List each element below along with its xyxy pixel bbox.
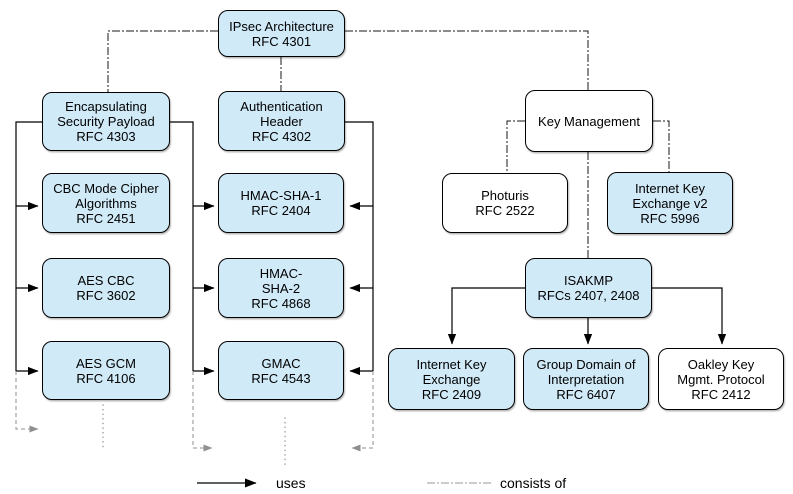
- node-isakmp: ISAKMP RFCs 2407, 2408: [525, 258, 652, 318]
- node-cbc-mode-cipher: CBC Mode Cipher Algorithms RFC 2451: [42, 173, 170, 233]
- consists-of-lines: [107, 30, 670, 258]
- ah-right-rail: [345, 121, 374, 371]
- gray-arrow-right: [351, 371, 374, 452]
- line-ipsec-keymgmt: [345, 30, 589, 90]
- node-oakley: Oakley Key Mgmt. Protocol RFC 2412: [658, 348, 784, 410]
- line-keymgmt-photuris: [506, 120, 525, 173]
- line-ipsec-esp: [107, 30, 218, 92]
- uses-lines: [15, 121, 727, 376]
- esp-right-rail: [170, 121, 194, 371]
- node-key-management: Key Management: [525, 90, 653, 152]
- node-hmac-sha-1: HMAC-SHA-1 RFC 2404: [218, 173, 344, 233]
- node-gmac: GMAC RFC 4543: [218, 341, 344, 400]
- node-ike-v2: Internet Key Exchange v2 RFC 5996: [607, 172, 733, 234]
- node-esp: Encapsulating Security Payload RFC 4303: [42, 92, 170, 151]
- line-keymgmt-ikev2: [653, 120, 670, 172]
- esp-left-rail: [15, 121, 42, 371]
- node-ipsec-architecture: IPsec Architecture RFC 4301: [218, 10, 345, 57]
- node-internet-key-exchange: Internet Key Exchange RFC 2409: [388, 348, 515, 410]
- node-photuris: Photuris RFC 2522: [442, 173, 568, 233]
- node-gdoi: Group Domain of Interpretation RFC 6407: [523, 348, 649, 410]
- node-aes-gcm: AES GCM RFC 4106: [42, 341, 170, 400]
- node-authentication-header: Authentication Header RFC 4302: [218, 91, 345, 151]
- legend-uses-label: uses: [276, 475, 306, 491]
- arrow-isakmp-ike: [447, 287, 525, 345]
- gray-arrow-middle: [192, 371, 213, 452]
- continuation-arrows: [15, 371, 374, 452]
- node-hmac-sha-2: HMAC- SHA-2 RFC 4868: [218, 258, 344, 318]
- dotted-stubs: [102, 404, 286, 467]
- arrow-isakmp-oakley: [652, 287, 727, 345]
- legend-consists-of-label: consists of: [500, 475, 567, 491]
- node-aes-cbc: AES CBC RFC 3602: [42, 258, 170, 318]
- gray-arrow-left: [15, 371, 39, 433]
